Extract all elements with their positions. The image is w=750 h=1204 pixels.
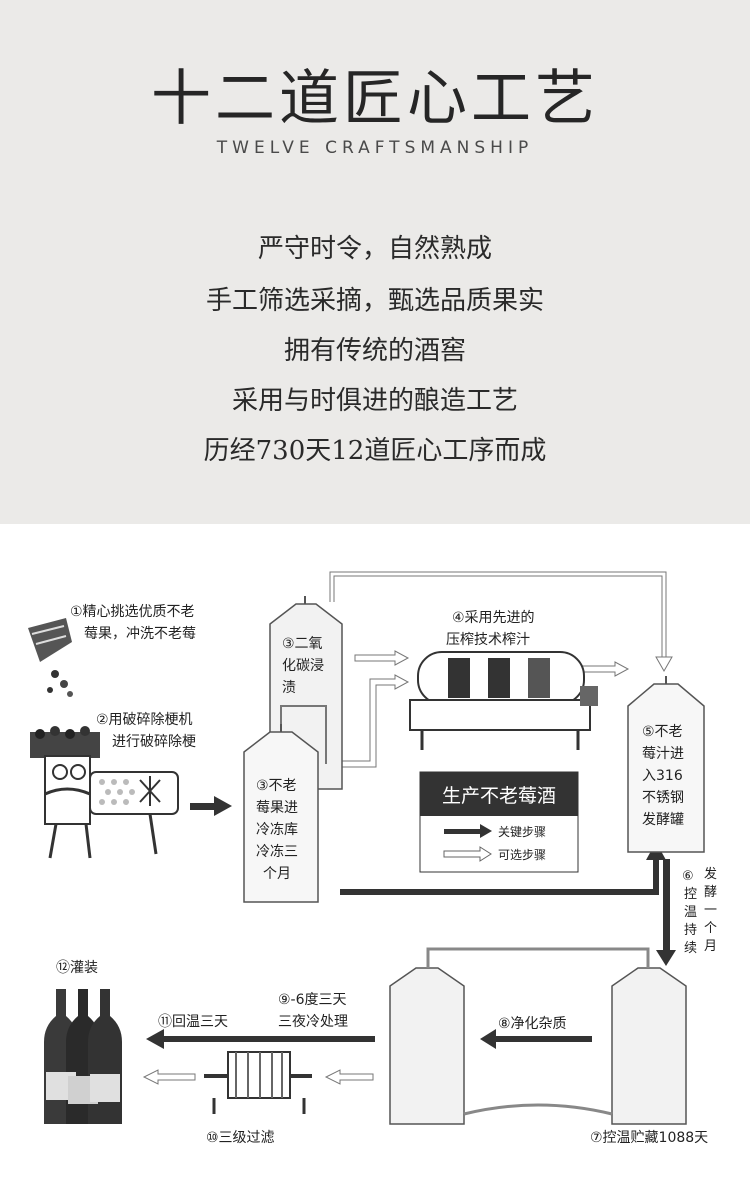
key-arrow-6-down <box>656 859 676 966</box>
step-6-label-a-4: 持 <box>684 923 697 938</box>
intro-line-2: 手工筛选采摘，甄选品质果实 <box>205 286 544 316</box>
step-3-label-b: 莓果进 <box>256 800 298 816</box>
step-3-label-e: 个月 <box>263 866 291 882</box>
legend-key-label: 关键步骤 <box>498 825 546 839</box>
step-3-label-d: 冷冻三 <box>256 843 298 860</box>
step-1-label-a: ①精心挑选优质不老 <box>70 604 195 620</box>
optional-arrow-4-to-5 <box>581 661 630 677</box>
crusher-machine-illustration <box>30 726 179 859</box>
intro-line-5: 历经730天12道匠心工序而成 <box>203 436 547 466</box>
freezer-tank <box>243 705 327 903</box>
step-3-label-c: 冷冻库 <box>256 821 298 838</box>
step-3b-label-c: 渍 <box>282 680 296 696</box>
step-6-label-a-2: 控 <box>684 887 697 902</box>
step-1-label-b: 莓果，冲洗不老莓 <box>84 626 196 642</box>
legend-optional-label: 可选步骤 <box>498 848 546 862</box>
step-5-label-a: ⑤不老 <box>642 724 683 740</box>
step-7-label: ⑦控温贮藏1088天 <box>590 1130 708 1146</box>
step-4-label-a: ④采用先进的 <box>452 610 535 626</box>
step-8-label: ⑧净化杂质 <box>498 1016 567 1032</box>
optional-arrow-top-loop <box>329 571 673 673</box>
optional-arrow-3b-to-4 <box>354 650 410 666</box>
optional-arrow-3-to-4 <box>339 674 410 768</box>
step-5-label-d: 不锈钢 <box>642 790 684 806</box>
step-5-label-b: 莓汁进 <box>642 746 684 762</box>
step-9-label-a: ⑨-6度三天 <box>278 992 347 1008</box>
step-3b-label-b: 化碳浸 <box>282 658 324 674</box>
optional-arrow-filter-to-bottle <box>142 1069 196 1085</box>
step-11-label: ⑪回温三天 <box>158 1014 228 1030</box>
storage-tank-left <box>389 967 465 1125</box>
intro-line-1: 严守时令，自然熟成 <box>257 234 492 264</box>
header-panel: 十二道匠心工艺 TWELVE CRAFTSMANSHIP 严守时令，自然熟成 手… <box>0 0 750 524</box>
page-title: 十二道匠心工艺 <box>151 64 599 134</box>
key-arrow-8 <box>480 1029 592 1049</box>
step-5-label-e: 发酵罐 <box>642 812 684 828</box>
center-legend-box <box>419 771 579 873</box>
optional-arrow-to-filter <box>324 1069 374 1085</box>
step-4-label-b: 压榨技术榨汁 <box>446 631 530 648</box>
step-3b-label-a: ③二氧 <box>282 636 323 652</box>
step-6-label-b-4: 个 <box>704 921 717 936</box>
step-6-label-b-1: 发 <box>704 866 717 882</box>
page-subtitle: TWELVE CRAFTSMANSHIP <box>216 138 534 158</box>
process-diagram: ①精心挑选优质不老 莓果，冲洗不老莓 ②用破碎除梗机 进行破碎除梗 ③二氧 化碳… <box>0 524 750 1200</box>
step-6-label-b-2: 酵 <box>704 885 717 900</box>
step-2-label-a: ②用破碎除梗机 <box>96 712 193 728</box>
storage-tank-right <box>611 967 687 1125</box>
center-box-title: 生产不老莓酒 <box>442 785 556 807</box>
fermentation-tank <box>627 676 705 853</box>
step-6-label-b-3: 一 <box>704 903 717 918</box>
step-3-label-a: ③不老 <box>256 778 297 794</box>
filter-illustration <box>204 1051 312 1114</box>
key-arrow-9 <box>146 1029 375 1049</box>
berry-basket-illustration <box>28 618 73 697</box>
step-2-label-b: 进行破碎除梗 <box>112 734 196 750</box>
step-6-label-a-5: 续 <box>684 941 697 956</box>
process-diagram-svg: ①精心挑选优质不老 莓果，冲洗不老莓 ②用破碎除梗机 进行破碎除梗 ③二氧 化碳… <box>28 571 717 1146</box>
connecting-pipes <box>426 947 650 1116</box>
step-6-label-a-1: ⑥ <box>682 869 694 884</box>
intro-line-4: 采用与时俱进的酿造工艺 <box>231 386 518 416</box>
step-6-label-a-3: 温 <box>684 905 697 920</box>
press-machine-illustration <box>409 651 598 750</box>
step-12-label: ⑫灌装 <box>56 960 98 976</box>
intro-line-3: 拥有传统的酒窖 <box>283 336 466 366</box>
key-arrow-2-to-3 <box>190 796 232 816</box>
step-10-label: ⑩三级过滤 <box>206 1130 275 1146</box>
step-9-label-b: 三夜冷处理 <box>278 1014 348 1030</box>
step-5-label-c: 入316 <box>642 768 683 784</box>
wine-bottles-illustration <box>44 989 122 1124</box>
step-6-label-b-5: 月 <box>704 939 717 954</box>
